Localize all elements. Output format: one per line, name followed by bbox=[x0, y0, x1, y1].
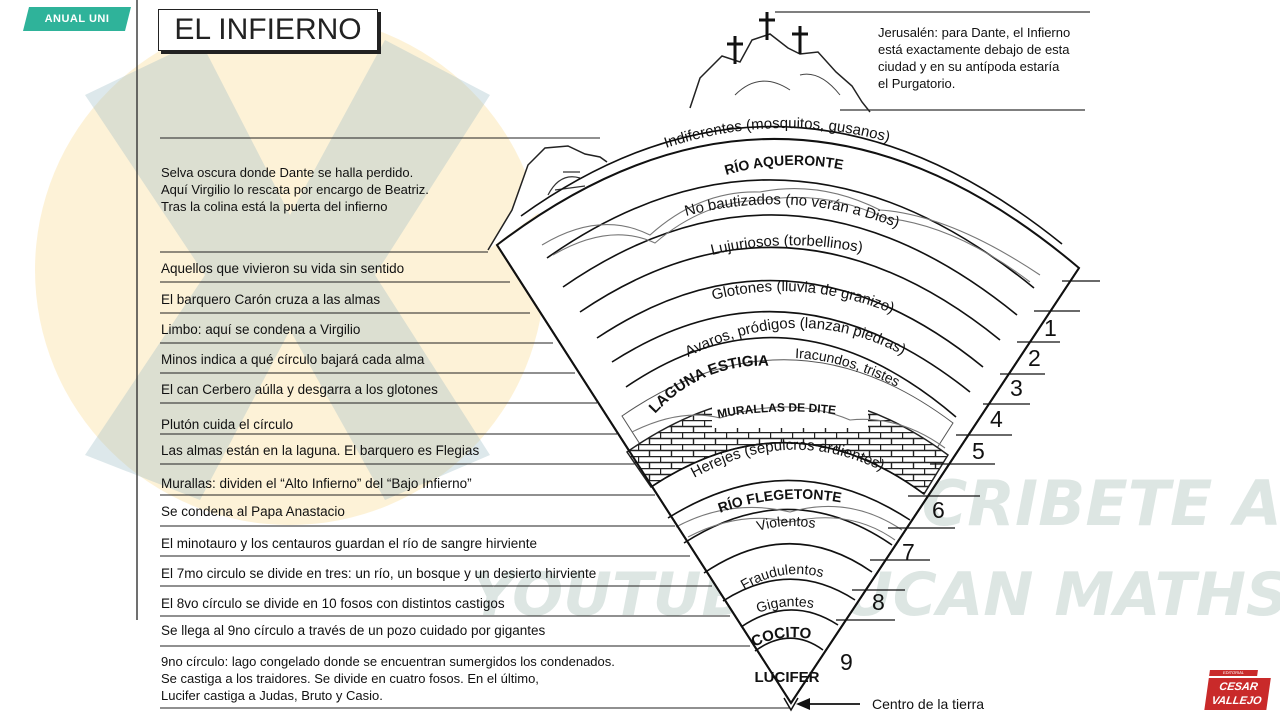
jerusalem-note-line: ciudad y en su antípoda estaría bbox=[878, 59, 1060, 74]
label-circle: Se llega al 9no círculo a través de un p… bbox=[161, 623, 546, 638]
centro-arrow bbox=[783, 697, 860, 712]
circle-number-5: 5 bbox=[972, 438, 985, 464]
circle-number-8: 8 bbox=[872, 589, 885, 615]
selva-note-line: Selva oscura donde Dante se halla perdid… bbox=[161, 165, 414, 180]
circle-number-9: 9 bbox=[840, 649, 853, 675]
ninth-circle-note-line: Lucifer castiga a Judas, Bruto y Casio. bbox=[161, 688, 383, 703]
label-circle: El 7mo circulo se divide en tres: un río… bbox=[161, 566, 597, 581]
label-circle: Aquellos que vivieron su vida sin sentid… bbox=[161, 261, 405, 276]
circle-number-4: 4 bbox=[990, 406, 1003, 432]
jerusalem-hill bbox=[689, 11, 1090, 113]
circle-arcs bbox=[520, 125, 1063, 652]
jerusalem-note-line: Jerusalén: para Dante, el Infierno bbox=[878, 25, 1071, 40]
jerusalem-note-line: está exactamente debajo de esta bbox=[878, 42, 1070, 57]
logo-top: EDITORIAL bbox=[1222, 670, 1245, 675]
label-circle: El minotauro y los centauros guardan el … bbox=[161, 536, 537, 551]
circle-number-ticks bbox=[836, 280, 1100, 621]
cross-icon bbox=[727, 12, 808, 64]
label-circle: El can Cerbero aúlla y desgarra a los gl… bbox=[161, 382, 438, 397]
label-circle: Las almas están en la laguna. El barquer… bbox=[161, 443, 480, 458]
circle-number-1: 1 bbox=[1044, 315, 1057, 341]
river-waves bbox=[541, 188, 1041, 541]
label-circle: Limbo: aquí se condena a Virgilio bbox=[161, 322, 361, 337]
ninth-circle-note: 9no círculo: lago congelado donde se enc… bbox=[161, 653, 615, 704]
ninth-circle-note-line: Se castiga a los traidores. Se divide en… bbox=[161, 671, 539, 686]
svg-text:Violentos: Violentos bbox=[755, 513, 817, 534]
ninth-circle-note-line: 9no círculo: lago congelado donde se enc… bbox=[161, 654, 615, 669]
circle-number-2: 2 bbox=[1028, 345, 1041, 371]
band-violentos: Violentos bbox=[755, 513, 817, 534]
logo-line1: CESAR bbox=[1218, 681, 1259, 693]
circle-number-3: 3 bbox=[1010, 375, 1023, 401]
centro-label: Centro de la tierra bbox=[872, 696, 985, 712]
selva-note-line: Aquí Virgilio lo rescata por encargo de … bbox=[161, 182, 429, 197]
page-title: EL INFIERNO bbox=[158, 9, 378, 51]
publisher-logo: EDITORIAL CESAR VALLEJO bbox=[1204, 670, 1274, 712]
label-circle: Murallas: dividen el “Alto Infierno” del… bbox=[161, 476, 472, 491]
label-circle: Minos indica a qué círculo bajará cada a… bbox=[161, 352, 425, 367]
label-leader-lines bbox=[160, 137, 790, 709]
label-circle: Plutón cuida el círculo bbox=[161, 417, 294, 432]
circle-number-7: 7 bbox=[902, 539, 915, 565]
label-circle: Se condena al Papa Anastacio bbox=[161, 504, 345, 519]
selva-note-line: Tras la colina está la puerta del infier… bbox=[161, 199, 388, 214]
circle-number-6: 6 bbox=[932, 497, 945, 523]
label-circle: El 8vo círculo se divide en 10 fosos con… bbox=[161, 596, 505, 611]
logo-line2: VALLEJO bbox=[1210, 695, 1263, 707]
jerusalem-note-line: el Purgatorio. bbox=[878, 76, 956, 91]
band-lucifer: LUCIFER bbox=[755, 669, 820, 686]
selva-note: Selva oscura donde Dante se halla perdid… bbox=[161, 164, 429, 215]
label-circle: El barquero Carón cruza a las almas bbox=[161, 292, 381, 307]
jerusalem-note: Jerusalén: para Dante, el Infierno está … bbox=[878, 24, 1070, 92]
